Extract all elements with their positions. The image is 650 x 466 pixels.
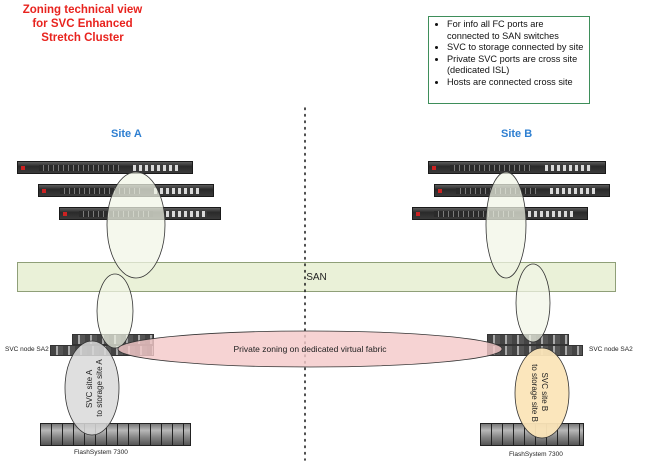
title-line: for SVC Enhanced	[32, 18, 133, 30]
diagram-title: Zoning technical view for SVC Enhanced S…	[0, 3, 165, 45]
svc-node-label-site-b: SVC node SA2	[589, 346, 633, 353]
note-item: For info all FC ports are connected to S…	[447, 19, 585, 42]
private-zone-label: Private zoning on dedicated virtual fabr…	[233, 344, 387, 354]
note-item: SVC to storage connected by site	[447, 42, 585, 54]
storage-zone-ellipse-site-b	[514, 347, 570, 439]
storage-zone-label-site-a: SVC site A to storage site A	[85, 359, 104, 417]
storage-zone-label-line: SVC site B	[540, 373, 549, 412]
title-line: Stretch Cluster	[41, 32, 124, 44]
storage-zone-ellipse-site-a	[64, 340, 120, 436]
storage-label-site-a: FlashSystem 7300	[74, 449, 128, 456]
host-server	[17, 161, 193, 174]
site-b-label: Site B	[501, 128, 533, 140]
title-line: Zoning technical view	[22, 4, 143, 16]
storage-zone-label-site-b: SVC site B to storage site B	[530, 364, 549, 422]
storage-zone-label-line: SVC site A	[85, 369, 94, 408]
storage-label-site-b: FlashSystem 7300	[509, 451, 563, 458]
host-zone-ellipse	[106, 171, 166, 279]
flashsystem-storage	[40, 423, 191, 446]
note-item: Private SVC ports are cross site (dedica…	[447, 54, 585, 77]
storage-zone-label-line: to storage site A	[95, 359, 104, 417]
svc-san-zone-ellipse	[96, 273, 134, 349]
private-zone-ellipse	[117, 330, 503, 368]
host-server	[428, 161, 606, 174]
host-zone-ellipse	[485, 171, 527, 279]
svc-san-zone-ellipse	[515, 263, 551, 343]
svc-node-label-site-a: SVC node SA2	[5, 346, 49, 353]
notes-box: For info all FC ports are connected to S…	[428, 16, 590, 104]
note-item: Hosts are connected cross site	[447, 77, 585, 89]
san-label: SAN	[306, 271, 327, 283]
site-a-label: Site A	[111, 128, 142, 140]
storage-zone-label-line: to storage site B	[530, 364, 539, 422]
